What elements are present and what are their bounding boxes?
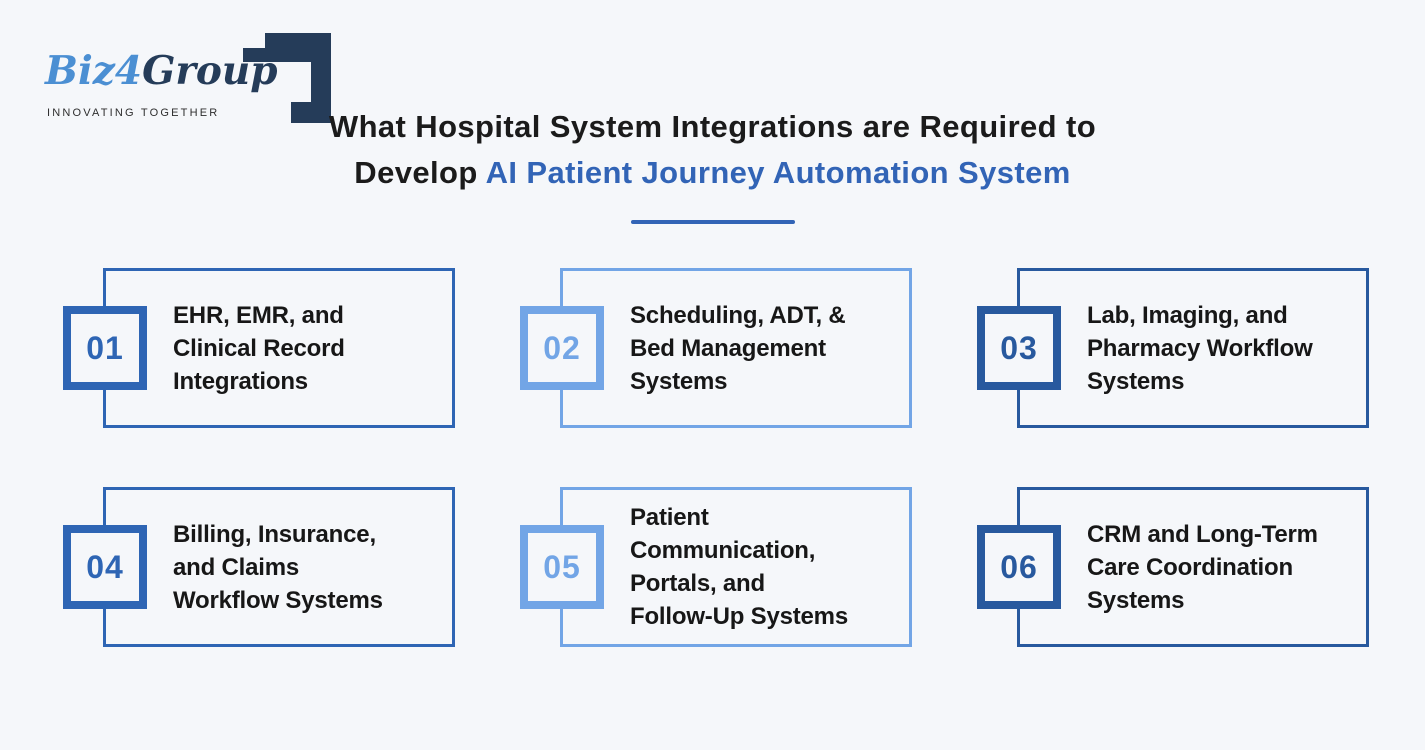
card-label: Lab, Imaging, and Pharmacy Workflow Syst…: [1087, 301, 1313, 395]
card-number-badge: 01: [63, 306, 147, 390]
logo-wordmark-dark: Group: [142, 48, 278, 94]
card-number-badge: 04: [63, 525, 147, 609]
logo-wordmark-light: Biz4: [45, 48, 143, 94]
card-number-badge: 02: [520, 306, 604, 390]
logo-wordmark: Biz4Group: [45, 52, 278, 91]
card-number-badge: 06: [977, 525, 1061, 609]
page-title: What Hospital System Integrations are Re…: [0, 104, 1425, 196]
card-label: Patient Communication, Portals, and Foll…: [630, 504, 848, 630]
card-label: Billing, Insurance, and Claims Workflow …: [173, 520, 383, 614]
integration-card-02: 02 Scheduling, ADT, & Bed Management Sys…: [520, 268, 912, 428]
integration-card-01: 01 EHR, EMR, and Clinical Record Integra…: [63, 268, 455, 428]
card-number-badge: 05: [520, 525, 604, 609]
title-line1: What Hospital System Integrations are Re…: [328, 109, 1097, 144]
biz4group-logo: Biz4Group INNOVATING TOGETHER: [45, 30, 331, 130]
integration-card-06: 06 CRM and Long-Term Care Coordination S…: [977, 487, 1369, 647]
title-divider: [630, 220, 795, 224]
title-line2-prefix: Develop: [354, 155, 486, 190]
card-number-badge: 03: [977, 306, 1061, 390]
integration-card-03: 03 Lab, Imaging, and Pharmacy Workflow S…: [977, 268, 1369, 428]
card-label: CRM and Long-Term Care Coordination Syst…: [1087, 520, 1318, 614]
logo-tagline: INNOVATING TOGETHER: [47, 107, 220, 119]
integration-card-04: 04 Billing, Insurance, and Claims Workfl…: [63, 487, 455, 647]
card-label: Scheduling, ADT, & Bed Management System…: [630, 301, 846, 395]
card-label: EHR, EMR, and Clinical Record Integratio…: [173, 301, 345, 395]
title-line2-highlight: AI Patient Journey Automation System: [485, 155, 1071, 190]
logo-bracket-icon: [243, 33, 331, 123]
integration-card-05: 05 Patient Communication, Portals, and F…: [520, 487, 912, 647]
